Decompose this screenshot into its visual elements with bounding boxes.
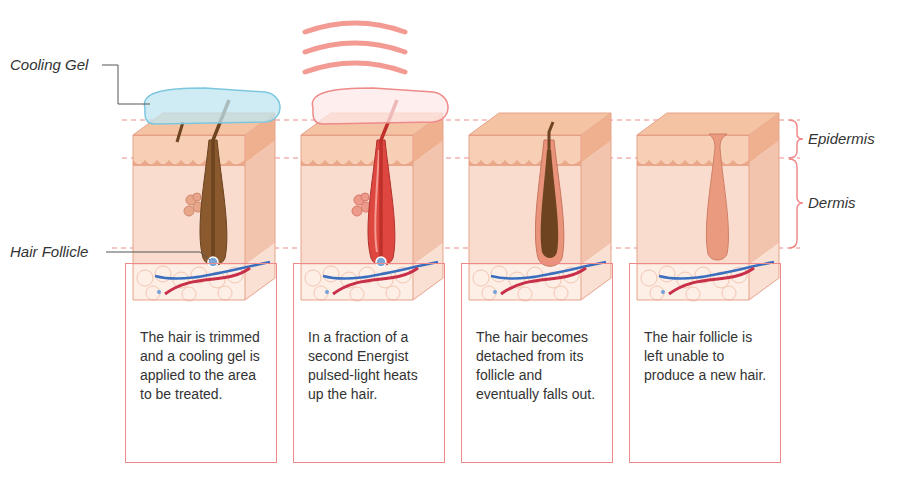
hair-shaft [213,100,229,258]
cooling-gel [144,88,280,124]
empty-follicle [706,134,728,260]
stage-four-block [637,113,779,301]
caption-text: In a fraction of a second Energist pulse… [294,328,444,404]
trimmed-hair [177,122,183,142]
heated-hair [381,100,397,258]
part-label: Dermis [808,194,856,212]
skin-block [301,113,443,301]
skin-block [637,113,779,301]
caption-text: The hair becomes detached from its folli… [462,328,612,404]
stage-one-block [133,88,280,301]
bracket [789,120,803,158]
bracket [789,159,803,248]
caption-box: The hair is trimmed and a cooling gel is… [125,263,277,463]
detached-hair [541,150,559,258]
part-label: Cooling Gel [10,56,88,74]
skin-block [469,113,611,301]
caption-box: The hair becomes detached from its folli… [461,263,613,463]
stage-three-block [469,113,611,301]
sebaceous-gland [184,193,203,216]
follicle-sheath [535,140,563,266]
leader-line [106,252,210,260]
stage-two-block [301,23,448,301]
papilla [376,257,386,267]
caption-box: In a fraction of a second Energist pulse… [293,263,445,463]
light-waves [305,23,405,72]
leader-line [102,65,150,104]
skin-block [133,113,275,301]
part-label: Epidermis [808,130,875,148]
part-label: Hair Follicle [10,243,88,261]
follicle-highlight [375,150,379,252]
cooling-gel [312,88,448,124]
hair-shaft [549,122,553,150]
sebaceous-gland [352,193,371,216]
caption-box: The hair follicle is left unable to prod… [629,263,781,463]
caption-text: The hair is trimmed and a cooling gel is… [126,328,276,404]
papilla [208,257,218,267]
caption-text: The hair follicle is left unable to prod… [630,328,780,385]
